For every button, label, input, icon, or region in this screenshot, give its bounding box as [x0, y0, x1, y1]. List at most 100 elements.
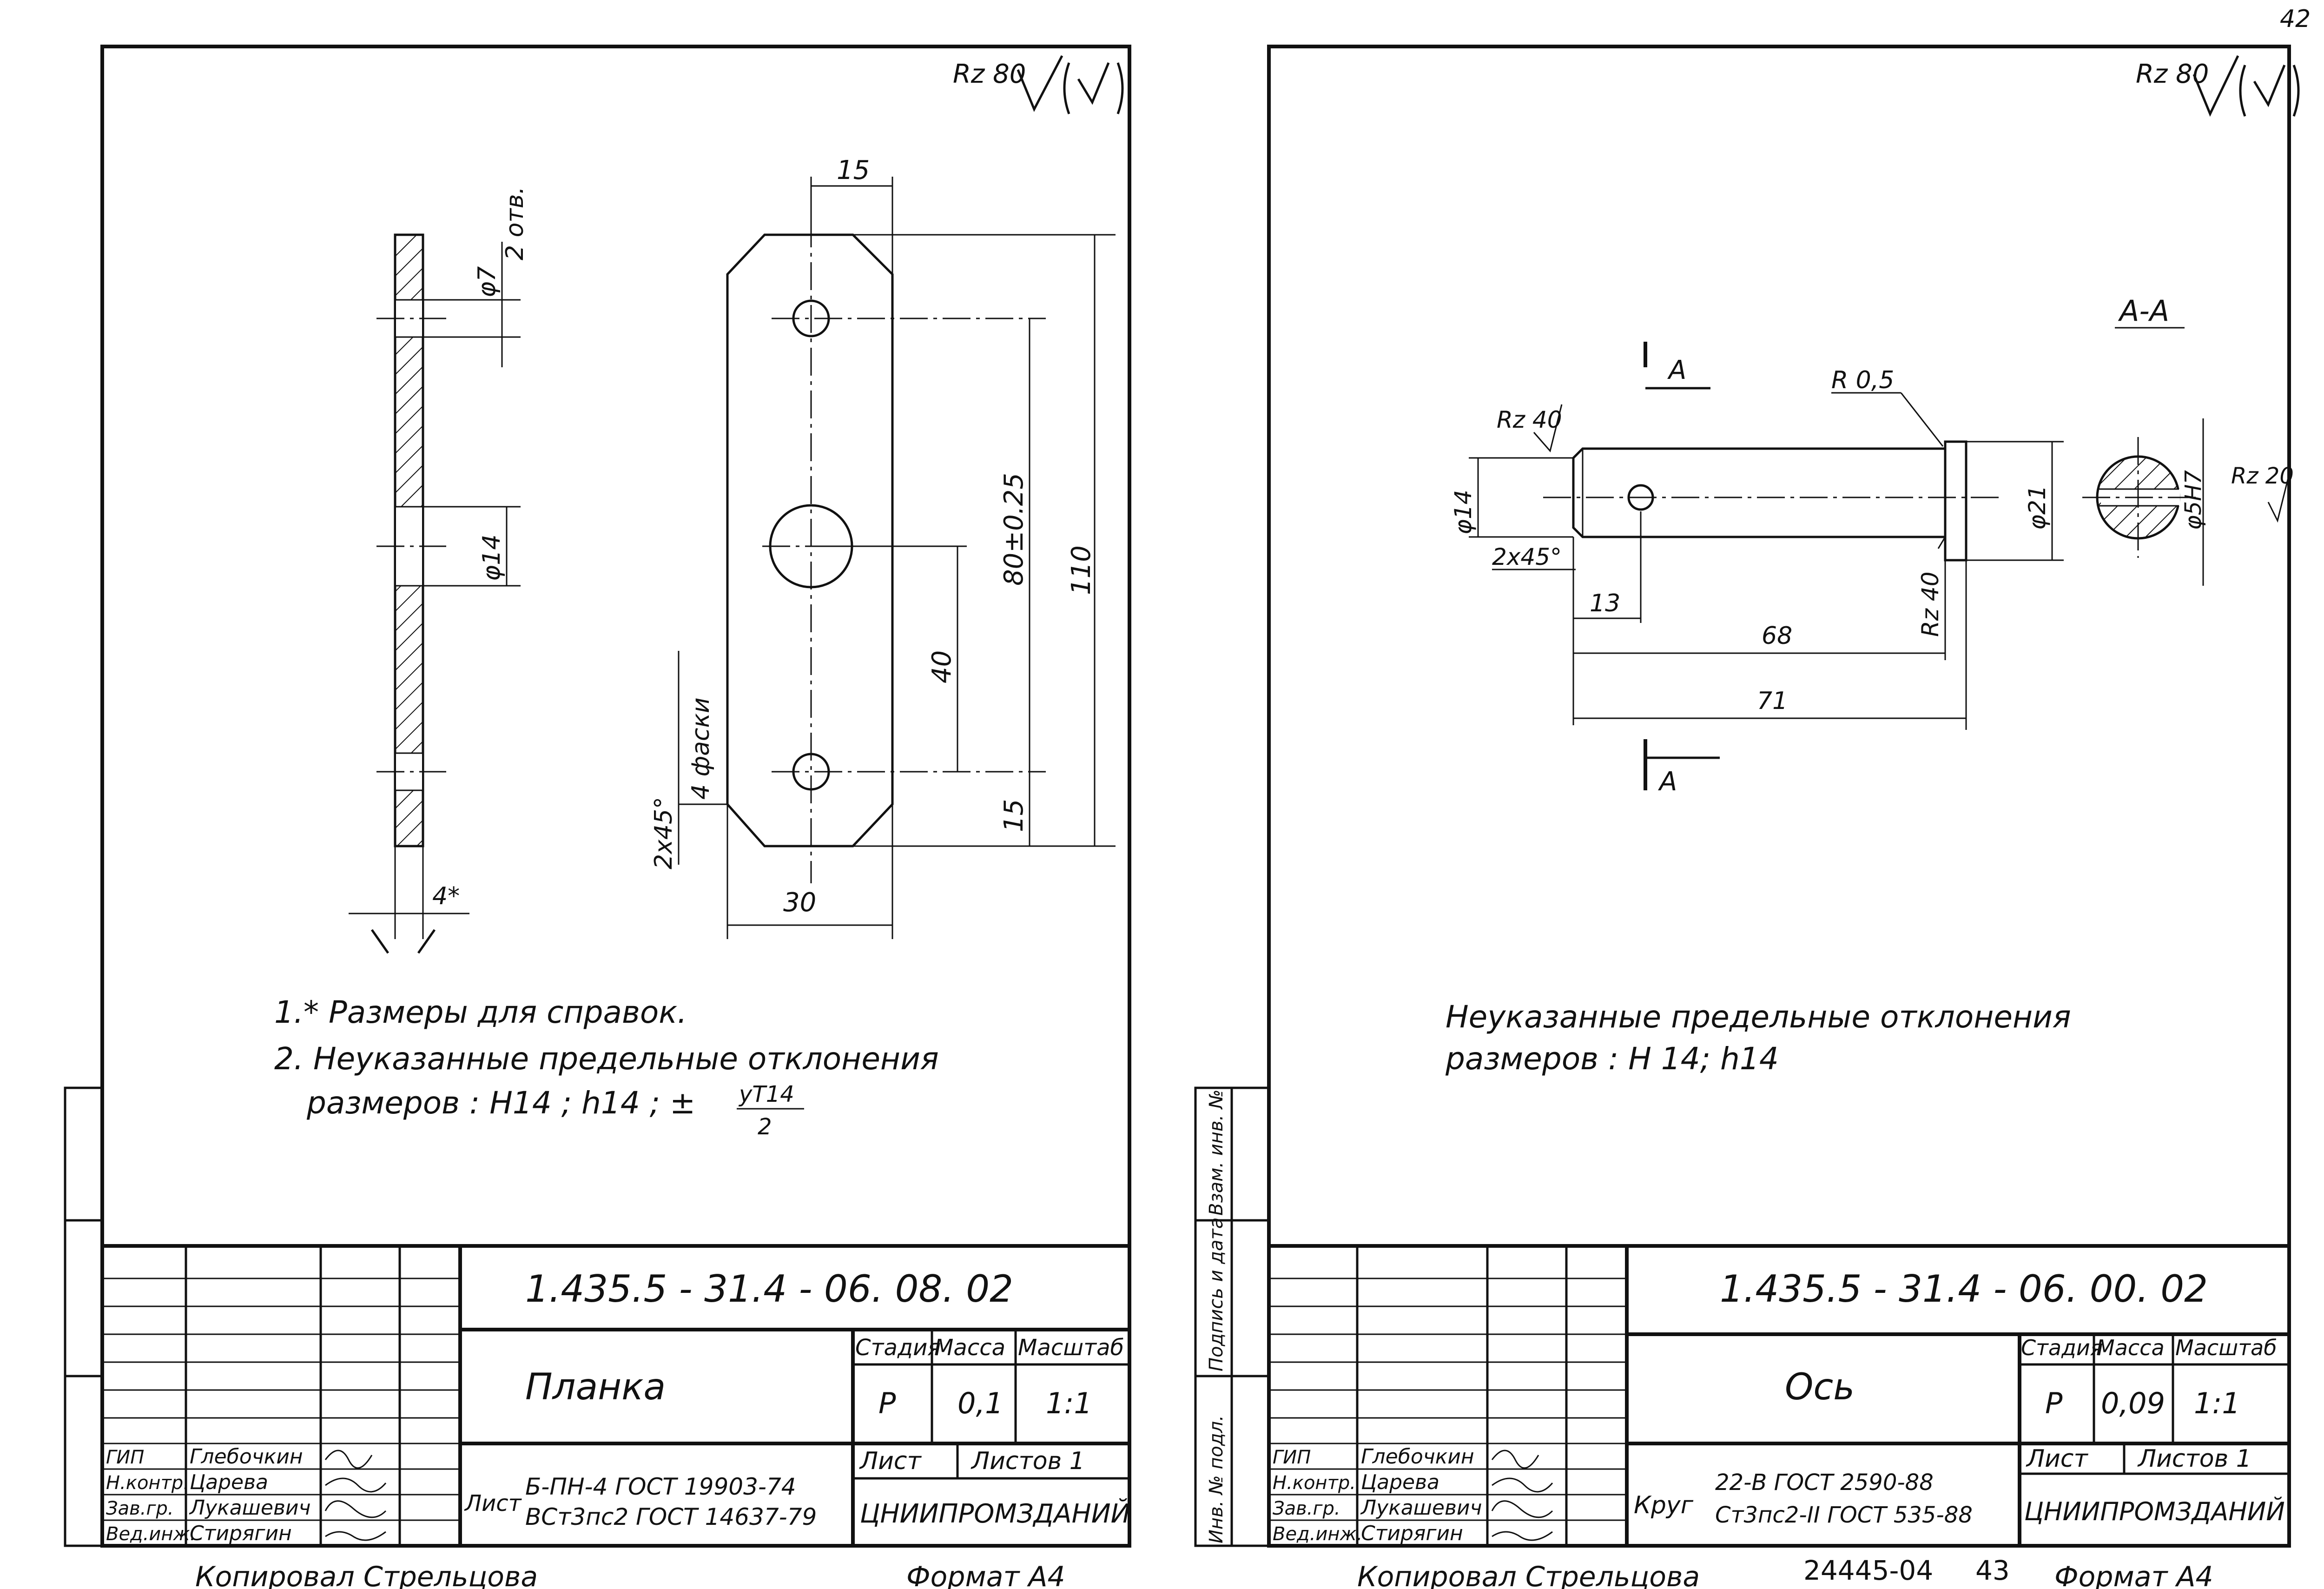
right-section-label: А-А: [2118, 294, 2169, 328]
left-part-name: Планка: [525, 1366, 666, 1408]
right-organization: ЦНИИПРОМЗДАНИЙ: [2024, 1497, 2285, 1526]
left-organization: ЦНИИПРОМЗДАНИЙ: [860, 1499, 1130, 1529]
right-side-label-2: Взам. инв. №: [1206, 1089, 1227, 1216]
right-val-scale: 1:1: [2194, 1386, 2240, 1420]
right-header-scale: Масштаб: [2175, 1335, 2277, 1360]
right-frame: [1267, 45, 2291, 1548]
left-person-0: Глебочкин: [190, 1445, 303, 1469]
right-note-2: размеров : H 14; h14: [1445, 1041, 1779, 1077]
right-side-label-0: Инв. № подл.: [1206, 1415, 1227, 1543]
right-material-prefix: Круг: [1634, 1491, 1694, 1519]
left-dim-phi7: φ7: [473, 266, 501, 298]
right-note-1: Неуказанные предельные отклонения: [1446, 999, 2071, 1035]
right-dim-13: 13: [1590, 589, 1620, 617]
left-frame: [100, 45, 1131, 1548]
right-header-mass: Масса: [2096, 1335, 2165, 1360]
left-dim-15-bot: 15: [999, 799, 1029, 832]
left-sheet: Rz 80 φ7 2 отв. φ14 4*: [64, 45, 1131, 1589]
right-person-2: Лукашевич: [1360, 1496, 1482, 1520]
right-person-3: Стирягин: [1361, 1522, 1463, 1545]
left-dim-40: 40: [927, 650, 957, 683]
right-dim-rz20: Rz 20: [2231, 463, 2294, 489]
left-header-stage: Стадия: [855, 1335, 941, 1361]
left-roughness-text: Rz 80: [953, 59, 1026, 89]
left-dim-80: 80±0.25: [999, 473, 1029, 586]
left-material-prefix: Лист: [464, 1490, 522, 1516]
left-dim-thickness: 4*: [432, 882, 460, 910]
page-number: 42: [2280, 5, 2311, 33]
left-val-mass: 0,1: [957, 1386, 1004, 1420]
left-note-1: 1.* Размеры для справок.: [274, 994, 687, 1030]
left-note-frac-num: yT14: [738, 1081, 794, 1107]
left-copied: Копировал Стрельцова: [195, 1561, 538, 1589]
left-format: Формат А4: [906, 1561, 1065, 1589]
left-roughness-icon: [1017, 55, 1063, 112]
left-dim-chamfer: 2x45°: [650, 797, 678, 869]
right-dim-phi21: φ21: [2024, 485, 2051, 530]
left-dim-holes: 2 отв.: [501, 186, 529, 260]
left-role-2: Зав.гр.: [106, 1498, 174, 1519]
right-person-1: Царева: [1361, 1470, 1439, 1494]
right-copied: Копировал Стрельцова: [1357, 1561, 1700, 1589]
left-note-frac-den: 2: [758, 1114, 772, 1140]
left-dim-30: 30: [783, 887, 816, 918]
right-person-0: Глебочкин: [1361, 1445, 1474, 1469]
right-signatures: [1491, 1450, 1553, 1541]
left-sheets-label: Листов 1: [971, 1447, 1085, 1475]
right-dim-r05: R 0,5: [1831, 366, 1894, 394]
right-role-3: Вед.инж.: [1273, 1523, 1362, 1545]
left-role-1: Н.контр.: [106, 1472, 189, 1494]
right-dim-chamfer: 2x45°: [1492, 543, 1562, 570]
right-val-mass: 0,09: [2101, 1386, 2165, 1420]
left-person-2: Лукашевич: [189, 1496, 311, 1520]
right-role-1: Н.контр.: [1273, 1472, 1356, 1494]
right-role-0: ГИП: [1273, 1447, 1311, 1468]
right-val-stage: P: [2045, 1386, 2063, 1420]
right-part-name: Ось: [1785, 1366, 1855, 1408]
left-note-2: 2. Неуказанные предельные отклонения: [274, 1041, 939, 1077]
left-val-stage: P: [878, 1386, 896, 1420]
right-side-label-1: Подпись и дата: [1206, 1218, 1227, 1371]
left-material-2: ВСт3пс2 ГОСТ 14637-79: [525, 1503, 817, 1530]
right-format: Формат А4: [2054, 1561, 2213, 1589]
left-role-3: Вед.инж.: [106, 1523, 196, 1545]
right-sheets-label: Листов 1: [2137, 1445, 2251, 1473]
right-dim-68: 68: [1762, 622, 1792, 650]
left-person-1: Царева: [190, 1470, 268, 1494]
left-role-0: ГИП: [106, 1447, 144, 1468]
left-header-scale: Масштаб: [1018, 1335, 1124, 1361]
right-cut-label-bottom: А: [1658, 767, 1677, 797]
left-designation: 1.435.5 - 31.4 - 06. 08. 02: [525, 1267, 1013, 1311]
right-role-2: Зав.гр.: [1273, 1498, 1340, 1519]
right-header-stage: Стадия: [2021, 1335, 2103, 1360]
right-material-1: 22-В ГОСТ 2590-88: [1715, 1470, 1934, 1496]
left-sheet-label: Лист: [859, 1447, 922, 1475]
right-archive-page: 43: [1975, 1555, 2010, 1586]
right-dim-phi14: φ14: [1450, 490, 1477, 535]
left-title-block: 1.435.5 - 31.4 - 06. 08. 02 Планка Стади…: [102, 1244, 1130, 1546]
right-sheet: Инв. № подл. Подпись и дата Взам. инв. №…: [1194, 45, 2300, 1589]
right-roughness-icon: [2192, 55, 2239, 117]
right-title-block: 1.435.5 - 31.4 - 06. 00. 02 Ось Стадия М…: [1269, 1244, 2289, 1546]
left-dim-15-top: 15: [837, 155, 870, 185]
right-sheet-label: Лист: [2026, 1445, 2088, 1473]
left-person-3: Стирягин: [190, 1522, 292, 1545]
left-signatures: [324, 1450, 387, 1541]
right-archive-number: 24445-04: [1803, 1555, 1933, 1586]
right-dim-rz40-right: Rz 40: [1917, 571, 1944, 637]
right-cut-label-top: А: [1667, 355, 1686, 385]
right-material-2: Ст3пс2-II ГОСТ 535-88: [1715, 1502, 1973, 1528]
left-val-scale: 1:1: [1046, 1386, 1092, 1420]
right-dim-rz40-left: Rz 40: [1497, 406, 1562, 433]
left-side-strip: [64, 1086, 104, 1547]
right-designation: 1.435.5 - 31.4 - 06. 00. 02: [1720, 1267, 2208, 1311]
left-dim-110: 110: [1066, 545, 1096, 595]
right-dim-phi5h7: φ5H7: [2180, 470, 2206, 530]
left-note-3: размеров : H14 ; h14 ; ±: [306, 1085, 695, 1121]
axle-head: [1944, 440, 1967, 562]
right-dim-71: 71: [1757, 687, 1788, 715]
left-dim-phi14: φ14: [478, 535, 506, 581]
left-dim-chamfer-count: 4 фаски: [687, 697, 715, 800]
left-header-mass: Масса: [934, 1335, 1005, 1361]
